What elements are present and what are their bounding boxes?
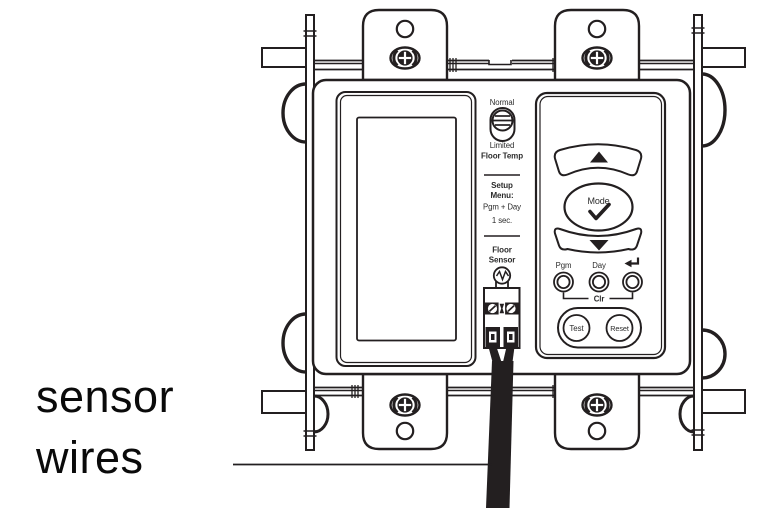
- down-arrow-icon: [589, 240, 609, 251]
- clr-bracket: [609, 292, 634, 300]
- setup-menu-hold: 1 sec.: [492, 216, 512, 225]
- middle-column: Normal Limited Floor Temp Setup Menu: Pg…: [481, 98, 523, 349]
- screw-hole: [395, 19, 415, 39]
- strap-right: [693, 14, 703, 451]
- ear-bottom-left: [281, 312, 307, 374]
- terminal-latch: [499, 303, 505, 314]
- wing-top-right: [701, 47, 746, 68]
- wing-bottom-right: [701, 389, 746, 414]
- display: [335, 91, 477, 367]
- mounting-screw-icon: [581, 393, 613, 417]
- enter-icon: [624, 257, 640, 268]
- screw-hole: [587, 421, 607, 441]
- sensor-wire-right: [503, 347, 515, 362]
- day-button-label: Day: [592, 261, 606, 270]
- wing-bottom-left: [261, 390, 307, 414]
- box-ears: [281, 72, 727, 434]
- mounting-screw-icon: [581, 46, 613, 70]
- sensor-wire-left: [488, 347, 502, 362]
- clr-label: Clr: [594, 295, 605, 304]
- test-button: [562, 314, 591, 342]
- test-button-label: Test: [569, 324, 584, 333]
- floor-sensor-heading: Sensor: [489, 256, 516, 265]
- clr-bracket: [562, 292, 589, 300]
- strap-break-ticks: [303, 27, 705, 437]
- keypad-panel: Mode Pgm Day Clr Test Reset: [534, 91, 667, 360]
- rail-notch: [488, 60, 512, 66]
- mounting-screw-icon: [389, 46, 421, 70]
- switch-top-label: Normal: [490, 98, 515, 107]
- reset-button: [605, 314, 634, 342]
- switch-bottom-label: Limited: [490, 141, 514, 150]
- sensor-wires: [486, 347, 515, 508]
- check-icon: [588, 202, 611, 221]
- caption-line-2: wires: [35, 432, 144, 483]
- caption-line-1: sensor: [36, 371, 174, 422]
- screw-hole: [587, 19, 607, 39]
- reset-button-label: Reset: [610, 324, 629, 333]
- screw-hole: [395, 421, 415, 441]
- pgm-button-label: Pgm: [556, 261, 572, 270]
- annotation: sensor wires: [35, 371, 492, 483]
- up-arrow-icon: [590, 151, 608, 163]
- mounting-screw-icon: [389, 393, 421, 417]
- sensor-cable: [486, 361, 514, 508]
- ear-inner-bottom-right: [678, 394, 695, 434]
- ear-inner-bottom-left: [313, 394, 330, 434]
- setup-menu-heading: Menu:: [490, 191, 513, 200]
- tab-top-left: [361, 8, 449, 82]
- ear-top-left: [281, 82, 307, 144]
- wing-top-left: [261, 47, 307, 68]
- ear-top-right: [701, 72, 727, 148]
- floor-sensor-heading: Floor: [492, 246, 512, 255]
- floor-temp-label: Floor Temp: [481, 152, 523, 161]
- mounting-tabs: [361, 8, 641, 451]
- setup-menu-heading: Setup: [491, 181, 513, 190]
- setup-menu-keys: Pgm + Day: [483, 203, 521, 212]
- floor-sensor-terminal: [483, 266, 521, 349]
- mode-button-label: Mode: [587, 196, 609, 206]
- ear-bottom-right: [701, 328, 727, 380]
- display-screen: [356, 116, 457, 342]
- mode-button: [563, 182, 634, 232]
- floor-temp-switch: [489, 107, 516, 142]
- tab-top-right: [553, 8, 641, 82]
